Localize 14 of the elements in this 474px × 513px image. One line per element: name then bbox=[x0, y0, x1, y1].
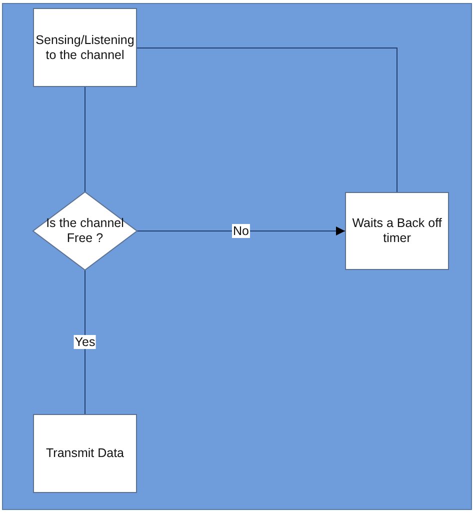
connector-line bbox=[84, 86, 86, 192]
node-text: Sensing/Listening to the channel bbox=[36, 32, 134, 62]
process-box bbox=[345, 192, 449, 270]
node-text: Transmit Data bbox=[46, 446, 124, 461]
connector-line bbox=[136, 226, 346, 236]
decision-diamond bbox=[33, 192, 137, 270]
process-box bbox=[33, 8, 137, 87]
node-text: Is the channel Free ? bbox=[45, 216, 125, 246]
process-box bbox=[33, 414, 137, 493]
connector-line bbox=[84, 270, 86, 414]
node-text: Waits a Back off timer bbox=[352, 216, 442, 246]
connector-line bbox=[136, 48, 398, 192]
edge-label: Yes bbox=[74, 335, 96, 349]
edge-label: No bbox=[232, 224, 250, 238]
